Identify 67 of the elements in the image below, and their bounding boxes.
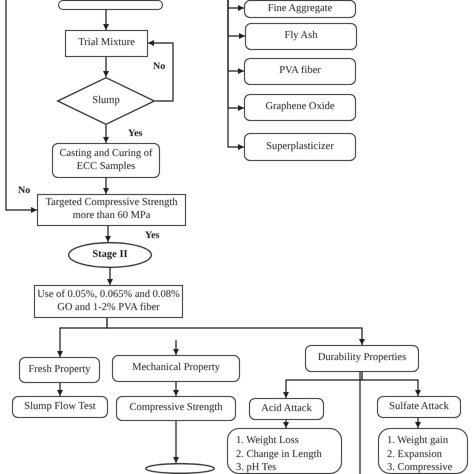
node-text: Slump: [92, 94, 120, 108]
node-text: Mechanical Property: [132, 362, 220, 375]
list-box: [378, 428, 468, 474]
node-text: Sulfate Attack: [389, 400, 449, 414]
rounded-box: [12, 396, 108, 418]
arrow: [107, 268, 113, 285]
list-item: 3. Compressive: [387, 461, 452, 474]
rounded-box: [116, 396, 236, 421]
list-item: 1. Weight Loss: [236, 434, 299, 448]
arrow: [5, 0, 37, 213]
node-text: Slump Flow Test: [24, 400, 96, 414]
rounded-box: [112, 355, 240, 382]
arrow: [283, 420, 289, 428]
arrow: [106, 318, 365, 345]
node-text: Graphene Oxide: [265, 101, 335, 114]
process-box: [65, 30, 148, 57]
arrow: [103, 57, 109, 77]
decision-diamond: [57, 77, 155, 125]
rounded-box: [58, 0, 163, 10]
arrow: [227, 0, 244, 150]
node-text: Casting and Curing of ECC Samples: [58, 148, 154, 174]
rounded-box: [249, 398, 324, 420]
list-item: 3. pH Tes: [236, 461, 276, 474]
node-text: Durability Properties: [318, 352, 406, 365]
arrow: [173, 421, 179, 463]
arrow: [103, 125, 109, 143]
node-text: Fresh Property: [28, 364, 91, 376]
arrow: [361, 372, 421, 396]
node-text: Stage II: [92, 248, 128, 262]
terminal-ellipse: [68, 242, 152, 268]
edge-label: No: [153, 62, 166, 72]
node-text: Acid Attack: [261, 402, 312, 416]
node-text: Fly Ash: [284, 30, 318, 43]
arrow: [57, 383, 63, 396]
connector-line: [359, 372, 361, 474]
list-box: [227, 428, 342, 474]
rounded-box: [244, 58, 356, 85]
edge-label: Yes: [128, 129, 142, 139]
rounded-box: [52, 143, 160, 178]
edge-label: Yes: [145, 231, 160, 241]
list-item: 1. Weight gain: [387, 434, 448, 448]
node-text: Fine Aggregate: [268, 2, 332, 16]
arrow: [148, 40, 174, 102]
node-text: Trial Mixture: [78, 37, 135, 50]
arrow: [173, 382, 179, 396]
rounded-box: [305, 345, 419, 372]
node-text: Compressive Strength: [129, 402, 223, 415]
node-text: Targeted Compressive Strength more than 60 MPa: [44, 197, 179, 223]
rounded-box: [244, 133, 356, 161]
rounded-box: [245, 23, 357, 50]
arrow: [103, 10, 109, 30]
list-item: 2. Change in Length: [236, 448, 322, 462]
process-box: [37, 194, 186, 226]
arrow: [103, 178, 109, 194]
rounded-box: [19, 357, 100, 383]
node-text: Superplasticizer: [266, 140, 334, 154]
arrow: [173, 340, 179, 355]
arrow: [415, 418, 421, 428]
node-text: PVA fiber: [279, 65, 321, 78]
terminal-ellipse: [145, 463, 215, 474]
list-item: 2. Expansion: [387, 448, 442, 462]
rounded-box: [377, 396, 461, 418]
edge-label: No: [18, 186, 30, 196]
node-text: Use of 0.05%, 0.065% and 0.08% GO and 1-2% PVA fiber: [36, 288, 181, 314]
arrow: [105, 226, 111, 242]
rounded-box: [244, 94, 356, 121]
rounded-box: [244, 0, 356, 18]
